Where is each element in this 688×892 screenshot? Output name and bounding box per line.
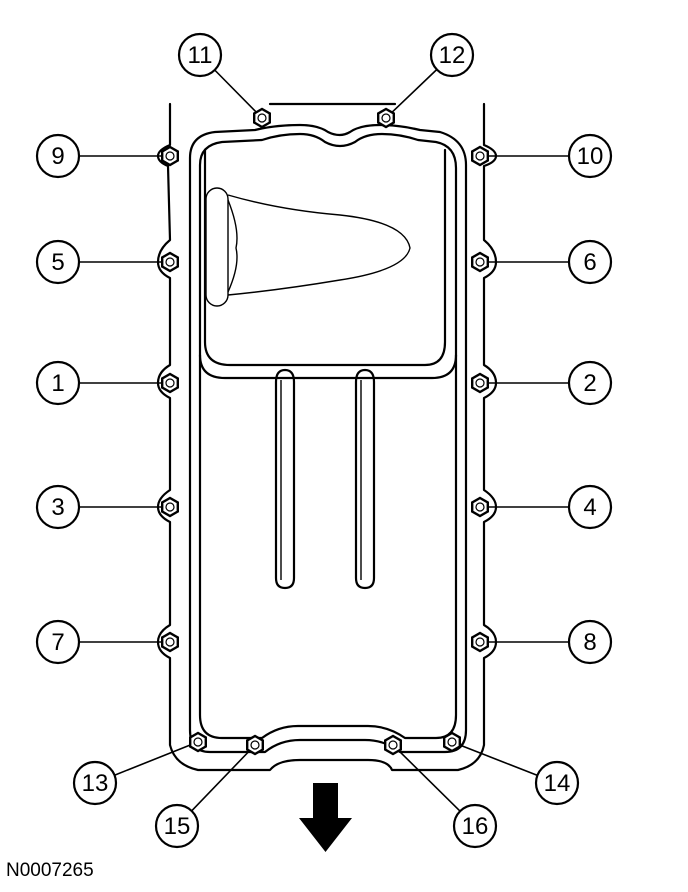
- bolt-11-head: [257, 113, 267, 123]
- callout-number-10: 10: [577, 143, 604, 170]
- bolt-7: [160, 631, 180, 653]
- callout-circle-5: [35, 239, 81, 285]
- callout-circle-9: [35, 133, 81, 179]
- callout-circle-16: [452, 803, 498, 849]
- callout-number-11: 11: [188, 42, 213, 69]
- bolt-2-head: [475, 378, 485, 388]
- callout-circle-1: [35, 360, 81, 406]
- bolt-14: [443, 731, 461, 753]
- callout-number-6: 6: [583, 249, 596, 276]
- bolt-16-head: [388, 740, 398, 750]
- bolt-9: [160, 145, 180, 167]
- callout-number-8: 8: [583, 629, 596, 656]
- bolt-layer: [160, 107, 489, 756]
- down-arrow-icon: [299, 783, 352, 852]
- callout-number-5: 5: [51, 249, 64, 276]
- bolt-13: [188, 731, 208, 753]
- callout-circle-3: [35, 484, 81, 530]
- bolt-5: [160, 251, 180, 273]
- pan-flange-outline: [156, 102, 498, 772]
- bolt-4-head: [475, 502, 485, 512]
- left-rib: [274, 368, 296, 590]
- bolt-12-head: [381, 113, 391, 123]
- bolt-1-head: [165, 378, 175, 388]
- callout-circle-15: [154, 803, 200, 849]
- pickup-neck: [227, 199, 238, 293]
- bolt-1: [160, 372, 180, 394]
- callout-circle-7: [35, 619, 81, 665]
- bolt-9-head: [165, 151, 175, 161]
- bolt-2: [471, 372, 489, 394]
- bolt-12: [377, 107, 395, 129]
- callout-number-9: 9: [51, 143, 64, 170]
- sump-lower-edge: [198, 353, 458, 380]
- leader-line-11: [214, 69, 257, 113]
- bolt-15-head: [250, 740, 260, 750]
- callout-number-12: 12: [439, 42, 466, 69]
- bolt-13-head: [193, 737, 203, 747]
- bolt-11: [252, 107, 271, 129]
- figure-id: N0007265: [6, 860, 94, 881]
- callout-number-15: 15: [164, 813, 191, 840]
- callout-circle-4: [567, 484, 613, 530]
- sump-well: [203, 148, 447, 367]
- oil-pickup-screen: [227, 194, 411, 296]
- bolt-8: [471, 631, 489, 653]
- callout-number-4: 4: [583, 494, 596, 521]
- callout-circle-8: [567, 619, 613, 665]
- bolt-4: [471, 496, 489, 518]
- callout-circle-10: [567, 133, 613, 179]
- leader-line-16: [398, 750, 461, 812]
- leader-line-15: [191, 750, 250, 812]
- callout-number-1: 1: [51, 370, 64, 397]
- bolt-15: [245, 734, 264, 756]
- leader-line-14: [460, 744, 538, 777]
- callout-number-13: 13: [82, 770, 109, 797]
- bolt-7-head: [165, 637, 175, 647]
- bolt-5-head: [165, 257, 175, 267]
- callout-circle-12: [429, 32, 475, 78]
- leader-line-12: [391, 68, 438, 113]
- bolt-3-head: [165, 502, 175, 512]
- callout-circle-14: [534, 760, 580, 806]
- bolt-10-head: [475, 151, 485, 161]
- callout-number-14: 14: [544, 770, 571, 797]
- bolt-14-head: [447, 737, 457, 747]
- callout-number-7: 7: [51, 629, 64, 656]
- callout-circle-2: [567, 360, 613, 406]
- bolt-10: [471, 145, 489, 167]
- bolt-16: [384, 734, 402, 756]
- bolt-3: [160, 496, 180, 518]
- callout-circle-13: [72, 760, 118, 806]
- bolt-6: [471, 251, 489, 273]
- leader-line-13: [114, 744, 190, 776]
- bolt-6-head: [475, 257, 485, 267]
- callout-circle-11: [177, 32, 223, 78]
- callout-circle-6: [567, 239, 613, 285]
- callout-number-16: 16: [462, 813, 489, 840]
- pan-floor-outline: [198, 132, 458, 740]
- right-rib: [354, 368, 376, 590]
- callout-number-2: 2: [583, 370, 596, 397]
- bolt-8-head: [475, 637, 485, 647]
- pan-inner-wall: [188, 123, 468, 754]
- pickup-flange: [205, 187, 229, 307]
- callout-number-3: 3: [51, 494, 64, 521]
